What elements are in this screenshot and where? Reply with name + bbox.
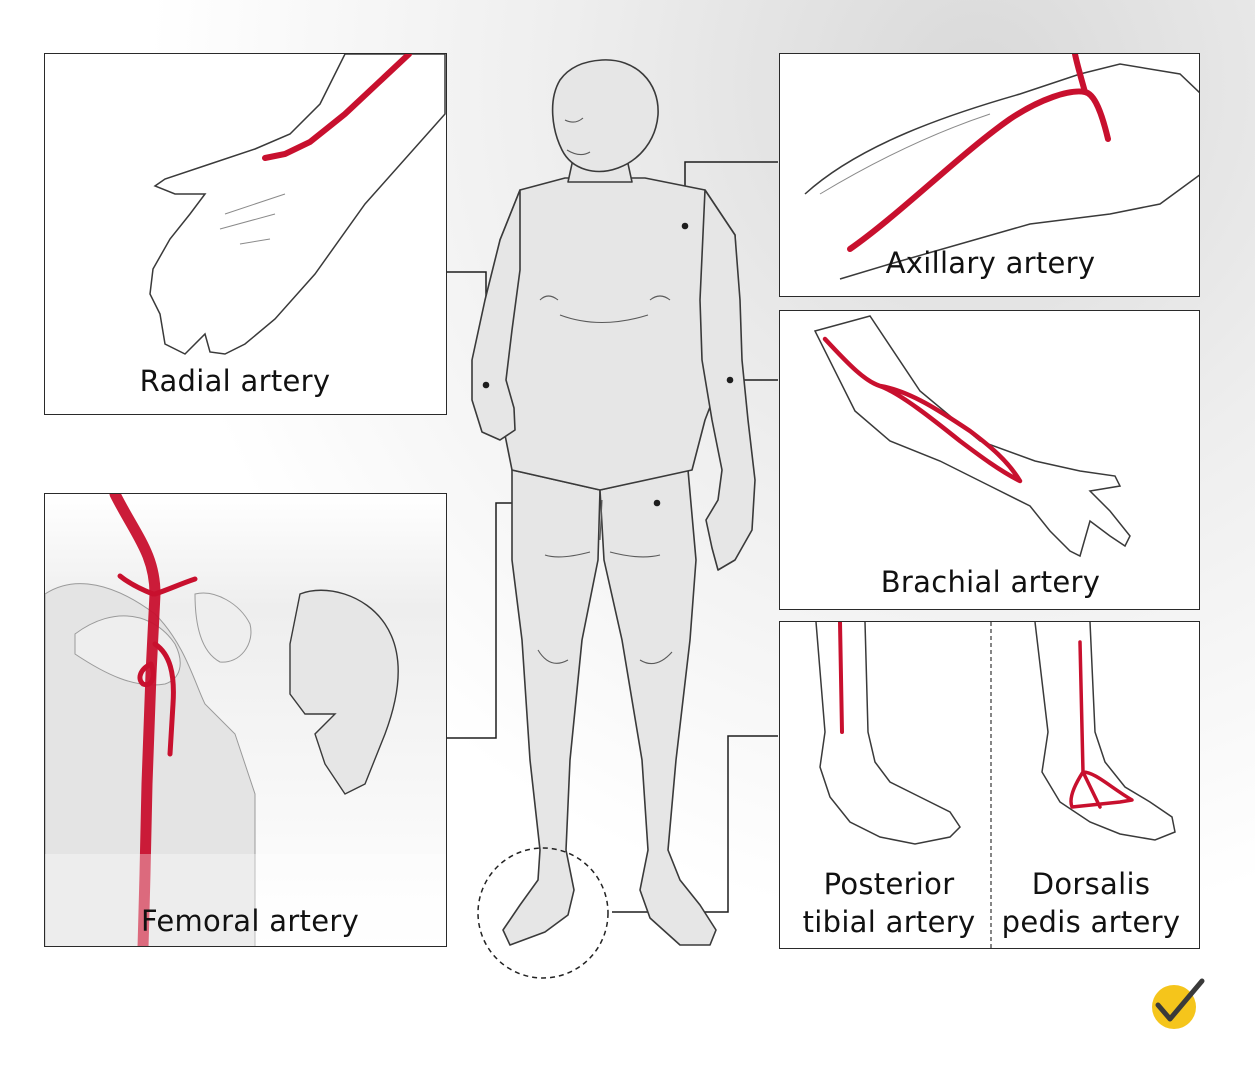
radial-hand-illustration (149, 54, 446, 355)
connector-foot (612, 735, 778, 913)
foot-highlight-circle (477, 847, 609, 979)
arm-left (471, 189, 521, 441)
head (551, 59, 659, 173)
left-leg (502, 469, 601, 946)
label-posterior-tibial-line1: Posterior (823, 867, 955, 901)
panel-brachial-artery: Brachial artery (779, 310, 1200, 610)
femoral-thigh-illustration (45, 494, 446, 946)
panel-foot-arteries: Posterior tibial artery Dorsalis pedis a… (779, 621, 1200, 949)
label-dorsalis-pedis-line2: pedis artery (1001, 905, 1181, 939)
figure-details (537, 117, 673, 665)
label-brachial-artery: Brachial artery (880, 565, 1101, 599)
human-figure (471, 59, 756, 946)
checkmark-badge-icon (1152, 978, 1205, 1029)
connector-dots (482, 222, 734, 507)
label-posterior-tibial-line2: tibial artery (802, 905, 976, 939)
panel-radial-artery: Radial artery (44, 53, 447, 415)
label-axillary-artery: Axillary artery (885, 246, 1096, 280)
foot-illustration (815, 622, 1176, 948)
right-leg (599, 469, 717, 946)
label-femoral-artery: Femoral artery (140, 904, 360, 938)
axillary-arm-illustration (804, 54, 1199, 280)
brachial-arm-illustration (813, 315, 1131, 558)
label-dorsalis-pedis-line1: Dorsalis (1031, 867, 1151, 901)
label-radial-artery: Radial artery (139, 364, 331, 398)
panel-femoral-artery: Femoral artery (44, 493, 447, 947)
panel-axillary-artery: Axillary artery (779, 53, 1200, 297)
